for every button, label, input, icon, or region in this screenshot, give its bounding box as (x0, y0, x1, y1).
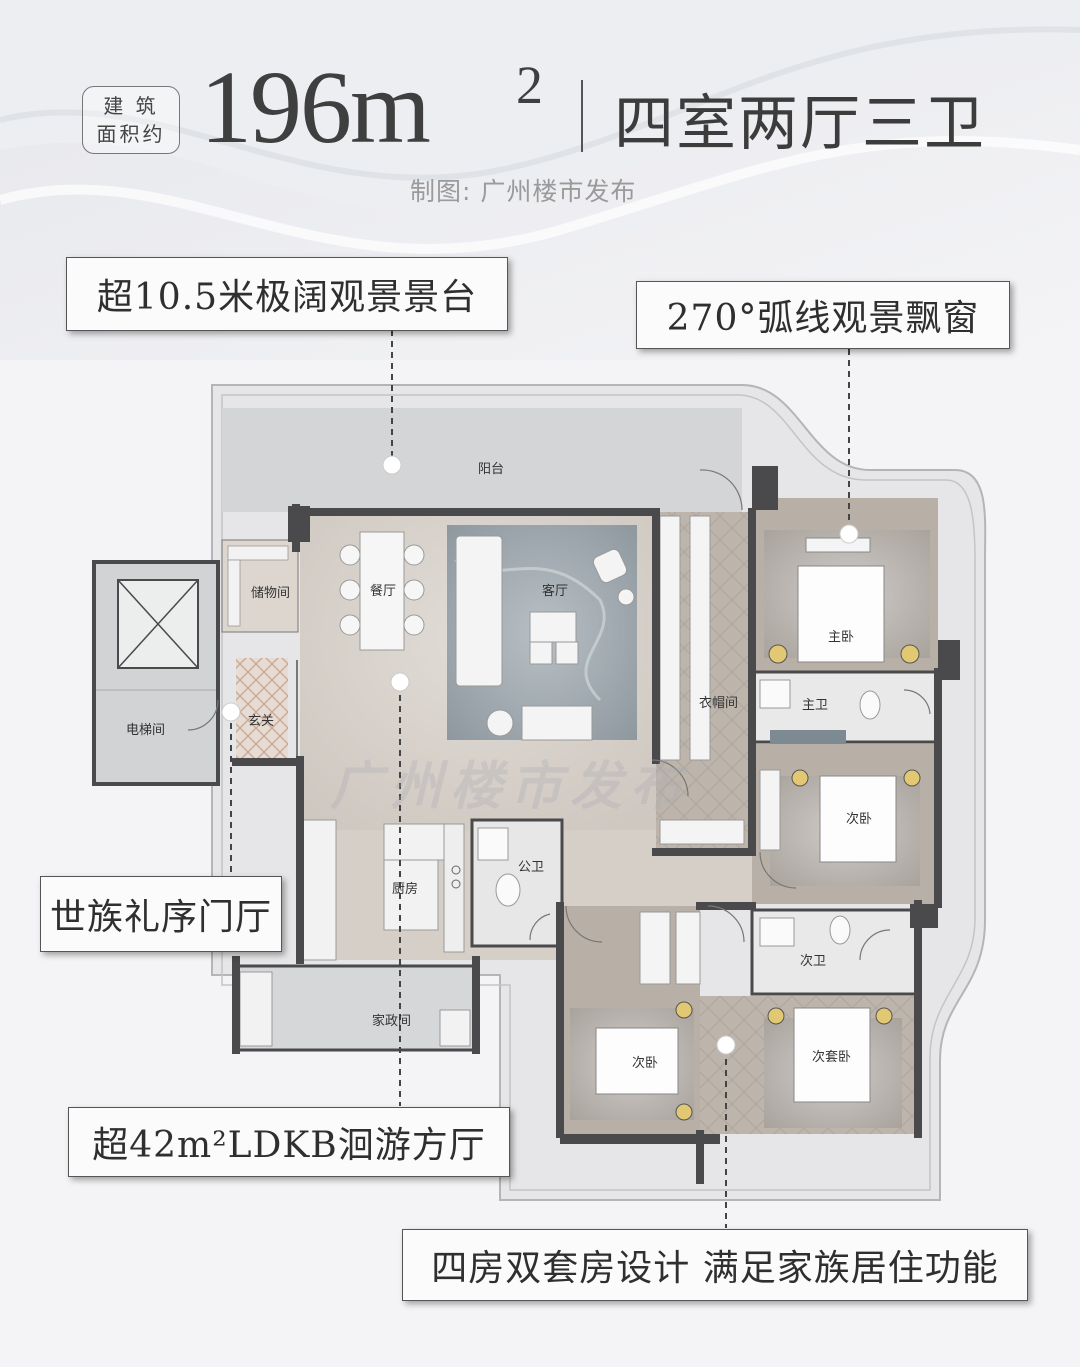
callout-rooms: 四房双套房设计 满足家族居住功能 (402, 1229, 1028, 1301)
area-value: 196m (200, 50, 431, 165)
callout-bay-window: 270°弧线观景飘窗 (636, 281, 1010, 349)
room-label-walk-in-closet: 衣帽间 (699, 696, 739, 711)
header-divider (581, 80, 583, 152)
room-label-second-suite: 次套卧 (812, 1050, 852, 1065)
room-label-bedroom-south: 次卧 (632, 1056, 659, 1071)
room-label-public-bath: 公卫 (518, 860, 545, 875)
room-label-master-bedroom: 主卧 (828, 630, 855, 645)
room-label-bedroom-east: 次卧 (846, 812, 873, 827)
room-label-second-bath: 次卫 (800, 954, 827, 969)
callout-terrace: 超10.5米极阔观景景台 (66, 257, 508, 331)
credit-text: 制图: 广州楼市发布 (410, 177, 637, 206)
callout-ldkb: 超42m²LDKB洄游方厅 (68, 1107, 510, 1177)
room-label-living: 客厅 (542, 584, 569, 599)
room-label-dining: 餐厅 (370, 584, 397, 599)
room-label-utility: 家政间 (372, 1014, 412, 1029)
layout-type: 四室两厅三卫 (614, 89, 986, 159)
watermark: 广州楼市发布 (330, 757, 691, 817)
room-label-elevator-hall: 电梯间 (126, 723, 166, 738)
area-label-line1: 建 筑 (103, 94, 159, 118)
area-label-badge: 建 筑 面积约 (82, 86, 180, 154)
callout-foyer: 世族礼序门厅 (40, 876, 282, 952)
room-label-balcony: 阳台 (478, 462, 505, 477)
room-label-master-bath: 主卫 (802, 698, 829, 713)
room-label-entrance: 玄关 (248, 714, 275, 729)
room-label-storage: 储物间 (251, 586, 291, 601)
area-unit-superscript: 2 (516, 55, 543, 115)
area-label-line2: 面积约 (96, 122, 166, 146)
room-label-kitchen: 厨房 (392, 882, 419, 897)
